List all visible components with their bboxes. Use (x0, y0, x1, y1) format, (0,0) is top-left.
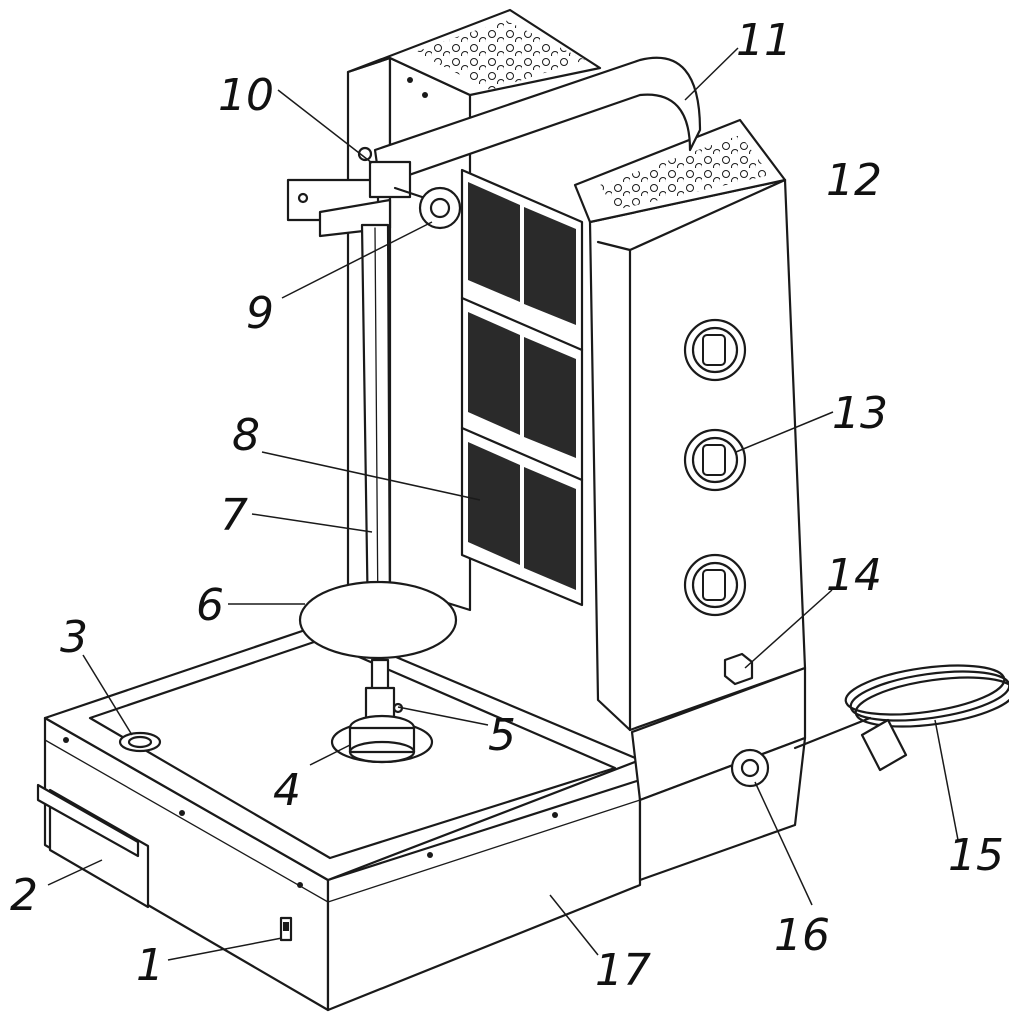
callout-12: 12 (826, 155, 882, 206)
callout-16: 16 (774, 910, 830, 961)
drive-spindle (330, 658, 434, 764)
skewer-rod (360, 223, 392, 627)
burner-panels (460, 168, 584, 607)
leader-lines (47, 47, 959, 961)
gas-fitting (723, 652, 754, 686)
power-switch (279, 916, 293, 942)
callout-14: 14 (826, 550, 882, 601)
callout-15: 15 (948, 830, 1004, 881)
callout-6: 6 (196, 580, 224, 631)
drip-drawer (36, 783, 150, 909)
callout-4: 4 (273, 765, 301, 816)
callout-1: 1 (136, 940, 164, 991)
control-knobs (683, 318, 747, 617)
arm-lock-knob (393, 186, 462, 230)
drain-hole (118, 731, 162, 753)
base-housing (43, 623, 642, 1012)
burner-tower (573, 118, 807, 732)
power-cord (793, 664, 1009, 772)
callout-10: 10 (218, 70, 274, 121)
callout-3: 3 (60, 612, 88, 663)
callout-9: 9 (246, 288, 274, 339)
callout-17: 17 (595, 945, 651, 996)
meat-plate (298, 580, 458, 660)
callout-8: 8 (232, 410, 260, 461)
callout-13: 13 (832, 388, 888, 439)
callout-11: 11 (736, 15, 792, 66)
callout-labels: 1 2 3 4 5 6 7 8 9 10 11 12 13 14 15 16 1… (10, 15, 1004, 996)
gas-tap (730, 748, 770, 788)
callout-2: 2 (10, 870, 38, 921)
callout-5: 5 (488, 710, 516, 761)
callout-7: 7 (220, 490, 248, 541)
